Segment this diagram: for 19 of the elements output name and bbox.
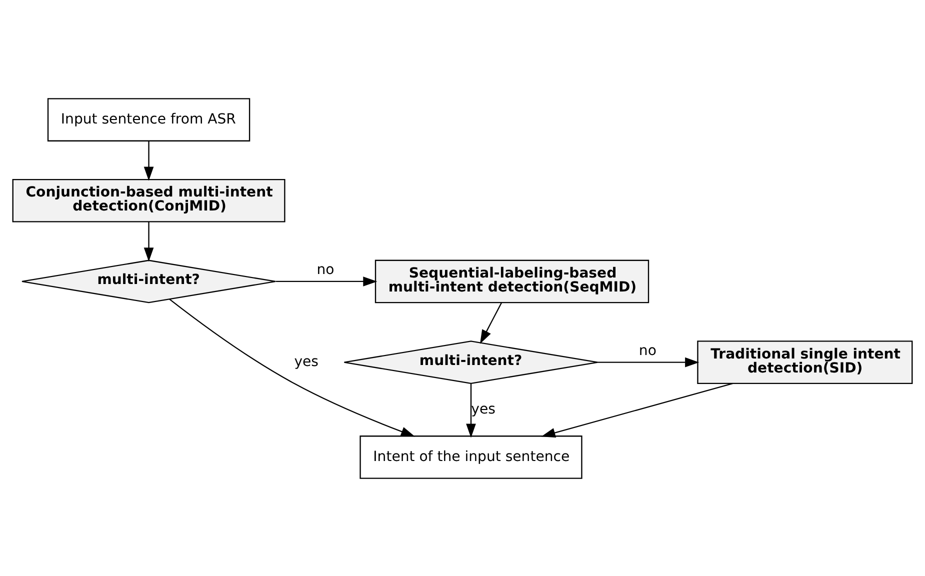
- node-box: Input sentence from ASR: [47, 98, 250, 141]
- arrow: [144, 140, 154, 180]
- arrow: [480, 302, 502, 344]
- edge-label: yes: [471, 400, 496, 417]
- edge-label: no: [316, 261, 334, 278]
- node-diamond: multi-intent?: [344, 340, 598, 384]
- node-box: Traditional single intent detection(SID): [697, 340, 913, 384]
- arrow: [144, 222, 154, 262]
- node-box: Intent of the input sentence: [360, 435, 582, 478]
- edge-label: yes: [294, 353, 319, 370]
- arrow: [276, 276, 378, 286]
- node-box: Conjunction-based multi-intent detection(ConjMID): [12, 178, 286, 222]
- node-diamond: multi-intent?: [21, 259, 276, 303]
- node-box: Sequential-labeling-based multi-intent detection(SeqMID): [374, 259, 650, 303]
- arrow: [598, 356, 700, 367]
- edge-label: no: [638, 342, 656, 358]
- arrow: [541, 382, 734, 438]
- arrow: [169, 298, 416, 436]
- arrow: [466, 383, 476, 438]
